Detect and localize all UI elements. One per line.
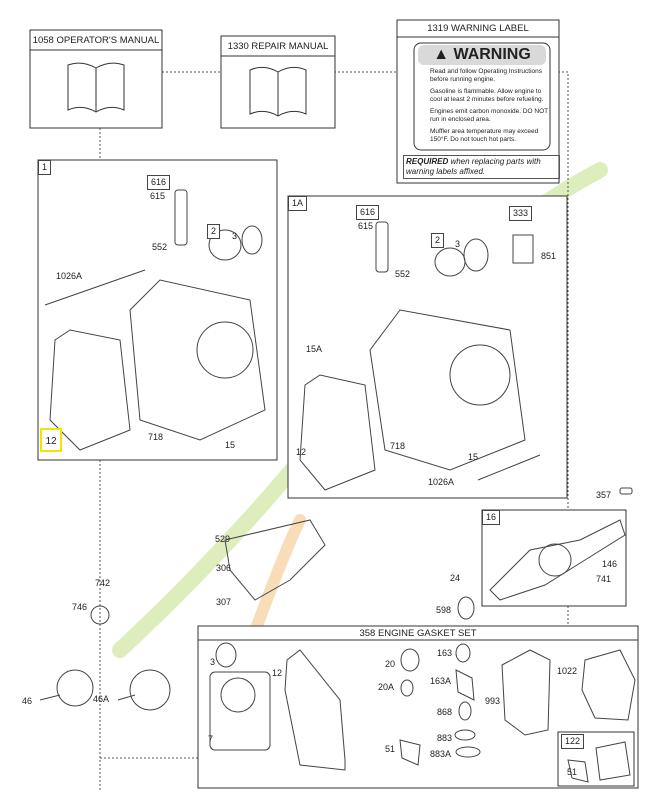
part-615[interactable]: 615 [358,221,374,231]
part-307[interactable]: 307 [216,597,232,607]
part-12-highlighted[interactable]: 12 [40,428,62,452]
part-15a[interactable]: 15A [306,344,323,354]
part-2[interactable]: 2 [207,224,221,239]
part-2[interactable]: 2 [431,233,445,248]
part-51[interactable]: 51 [567,767,578,777]
part-851[interactable]: 851 [541,251,557,261]
part-615[interactable]: 615 [150,191,166,201]
box-1a [287,195,568,499]
part-741[interactable]: 741 [596,574,612,584]
part-46[interactable]: 46 [22,696,33,706]
repair-manual-label: 1330 REPAIR MANUAL [227,41,329,52]
part-616[interactable]: 616 [356,205,380,220]
warning-triangle-icon: ▲ [433,46,454,63]
part-306[interactable]: 306 [216,563,232,573]
warning-label-header: 1319 WARNING LABEL [427,23,529,34]
part-718[interactable]: 718 [148,432,164,442]
gasket-set-header: 358 ENGINE GASKET SET [359,628,477,639]
part-20a[interactable]: 20A [378,682,395,692]
part-51[interactable]: 51 [385,744,396,754]
warning-title: ▲ WARNING [418,45,546,65]
box-1-tag: 1 [38,160,52,175]
part-993[interactable]: 993 [485,696,501,706]
warning-row: Muffler area temperature may exceed 150°… [430,128,539,143]
part-1026a[interactable]: 1026A [56,271,83,281]
warning-row: Engines emit carbon monoxide. DO NOT run… [430,108,549,123]
part-12[interactable]: 12 [272,668,283,678]
part-746[interactable]: 746 [72,602,88,612]
box-1 [37,159,278,461]
part-146[interactable]: 146 [602,559,618,569]
part-552[interactable]: 552 [152,242,168,252]
operators-manual-label: 1058 OPERATOR'S MANUAL [32,35,160,46]
warning-row: Read and follow Operating Instructions b… [430,68,543,83]
box-16-tag[interactable]: 16 [482,510,501,525]
part-529[interactable]: 529 [215,534,231,544]
part-46a[interactable]: 46A [93,694,110,704]
box-1a-tag: 1A [288,196,308,211]
part-24[interactable]: 24 [450,573,461,583]
part-1026a[interactable]: 1026A [428,477,455,487]
part-3[interactable]: 3 [232,231,238,241]
part-3[interactable]: 3 [455,239,461,249]
part-598[interactable]: 598 [436,605,452,615]
part-616[interactable]: 616 [147,175,171,190]
warning-row: Gasoline is flammable. Allow engine to c… [430,88,544,103]
required-note: REQUIRED when replacing parts with warni… [403,155,560,179]
part-12[interactable]: 12 [296,447,307,457]
part-163[interactable]: 163 [437,648,453,658]
part-15[interactable]: 15 [225,440,236,450]
part-15[interactable]: 15 [468,452,479,462]
part-718[interactable]: 718 [390,441,406,451]
part-1022[interactable]: 1022 [557,666,578,676]
part-20[interactable]: 20 [385,659,396,669]
part-333[interactable]: 333 [509,206,533,221]
part-552[interactable]: 552 [395,269,411,279]
part-883a[interactable]: 883A [430,749,452,759]
part-3[interactable]: 3 [210,657,216,667]
part-163a[interactable]: 163A [430,676,452,686]
part-7[interactable]: 7 [208,734,214,744]
part-357[interactable]: 357 [596,490,612,500]
part-868[interactable]: 868 [437,707,453,717]
part-742[interactable]: 742 [95,578,111,588]
part-122[interactable]: 122 [561,734,585,749]
book-icon [67,62,307,117]
box-16 [481,509,627,607]
part-883[interactable]: 883 [437,733,453,743]
